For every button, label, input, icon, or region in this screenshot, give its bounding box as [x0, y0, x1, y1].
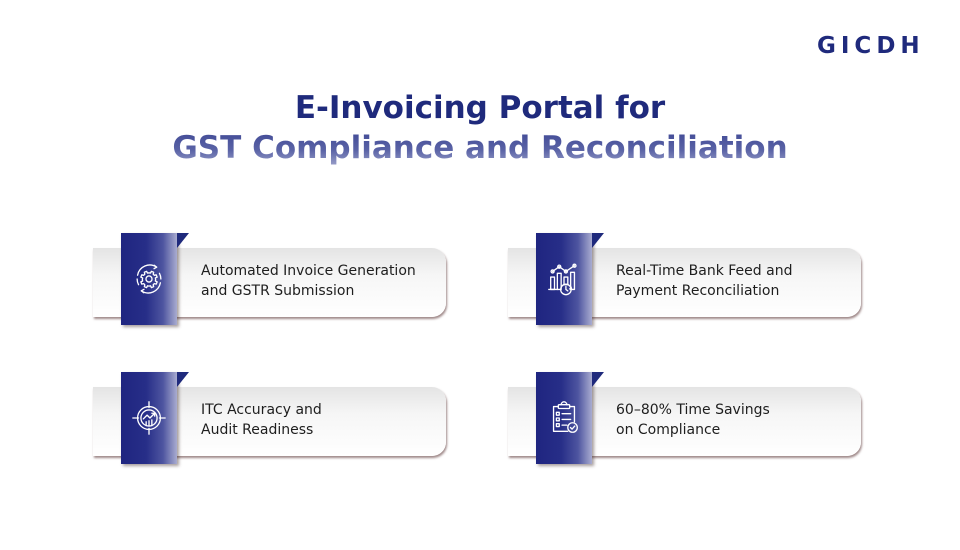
- feature-title-line-1: Real-Time Bank Feed and: [616, 263, 793, 279]
- chart-clock-icon: [548, 263, 577, 296]
- brand-logo: GICDH: [817, 33, 925, 59]
- feature-title-line-2: on Compliance: [616, 422, 721, 438]
- feature-text: Automated Invoice Generation and GSTR Su…: [201, 261, 446, 301]
- feature-title-line-2: Audit Readiness: [201, 422, 314, 438]
- target-growth-icon: [132, 401, 166, 435]
- page-title: E-Invoicing Portal for GST Compliance an…: [0, 88, 960, 168]
- tab-fold: [177, 233, 189, 248]
- feature-card-itc-accuracy: ITC Accuracy and Audit Readiness: [93, 372, 449, 467]
- feature-title-line-1: ITC Accuracy and: [201, 402, 322, 418]
- card-icon-tab: [121, 372, 177, 464]
- title-line-2: GST Compliance and Reconciliation: [0, 128, 960, 168]
- feature-text: Real-Time Bank Feed and Payment Reconcil…: [616, 261, 861, 301]
- card-icon-tab: [121, 233, 177, 325]
- tab-fold: [592, 372, 604, 387]
- card-icon-tab: [536, 233, 592, 325]
- feature-title-line-2: and GSTR Submission: [201, 283, 355, 299]
- clipboard-check-icon: [552, 401, 578, 433]
- feature-title-line-1: Automated Invoice Generation: [201, 263, 416, 279]
- gear-cycle-icon: [136, 264, 162, 294]
- card-icon-tab: [536, 372, 592, 464]
- feature-text: ITC Accuracy and Audit Readiness: [201, 400, 446, 440]
- tab-fold: [177, 372, 189, 387]
- title-line-1: E-Invoicing Portal for: [294, 90, 666, 126]
- feature-card-automated-invoice: Automated Invoice Generation and GSTR Su…: [93, 233, 449, 328]
- tab-fold: [592, 233, 604, 248]
- feature-title-line-2: Payment Reconciliation: [616, 283, 780, 299]
- feature-card-bank-feed: Real-Time Bank Feed and Payment Reconcil…: [508, 233, 864, 328]
- feature-title-line-1: 60–80% Time Savings: [616, 402, 770, 418]
- feature-card-time-savings: 60–80% Time Savings on Compliance: [508, 372, 864, 467]
- feature-text: 60–80% Time Savings on Compliance: [616, 400, 861, 440]
